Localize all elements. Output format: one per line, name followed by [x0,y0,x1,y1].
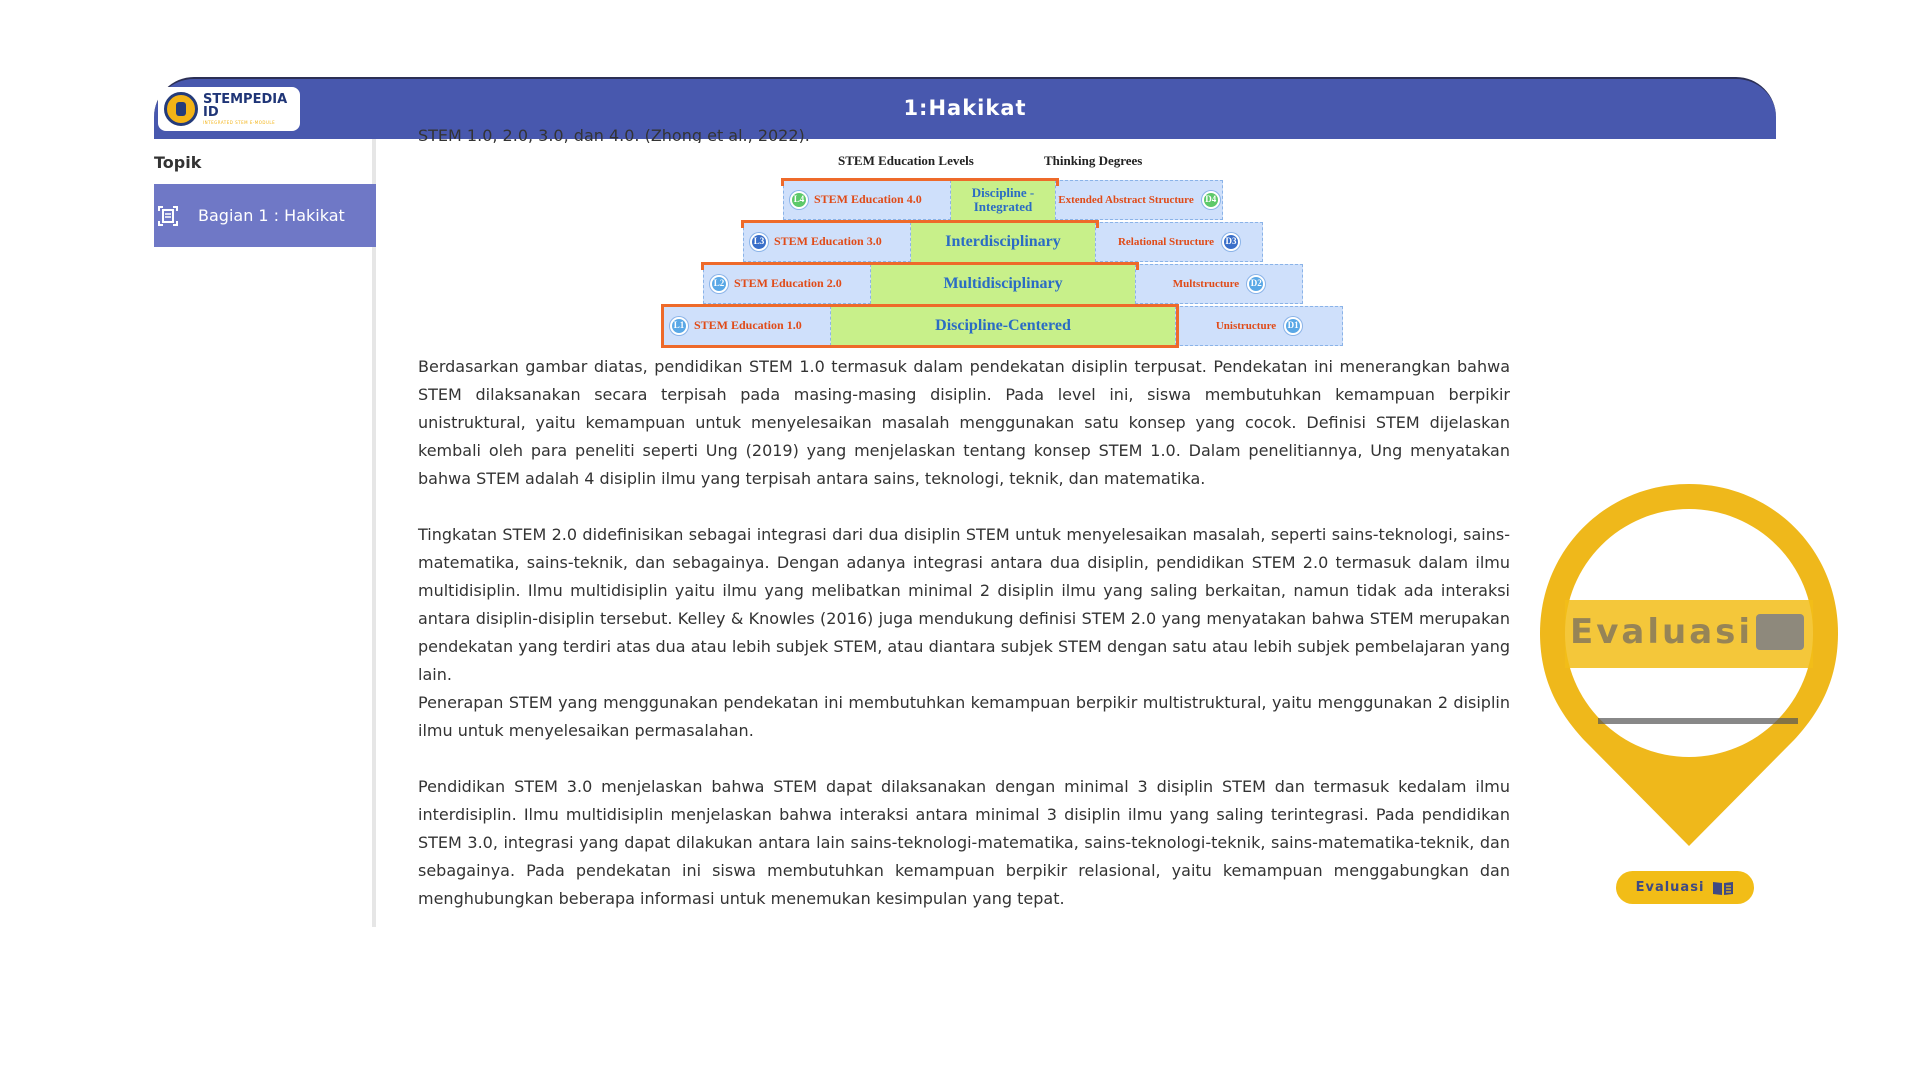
magnified-book-icon [1756,614,1804,650]
open-book-icon [1712,880,1734,896]
magnifier-callout: Evaluasi [1538,482,1840,846]
document-list-icon [156,204,180,228]
level-cell-l4: L4 STEM Education 4.0 [783,180,951,220]
level-label-l1: STEM Education 1.0 [694,318,802,333]
badge-l1: L1 [670,317,688,335]
degree-cell-d1: Unistructure D1 [1175,306,1343,346]
core-cell-l4: Discipline -Integrated [951,180,1055,220]
core-cell-l3: Interdisciplinary [911,222,1095,262]
stempedia-logo[interactable]: STEMPEDIA ID INTEGRATED STEM E-MODULE [158,87,300,131]
magnified-evaluasi-label: Evaluasi [1570,612,1754,652]
degree-label-d3: Relational Structure [1117,235,1215,248]
degree-cell-d4: Extended Abstract Structure D4 [1055,180,1223,220]
figure-heading-levels: STEM Education Levels [838,153,974,168]
logo-tagline: INTEGRATED STEM E-MODULE [203,120,276,125]
sidebar-item-label: Bagian 1 : Hakikat [198,206,345,225]
badge-d3: D3 [1222,233,1241,251]
core-cell-l1: Discipline-Centered [831,306,1175,346]
sidebar: Topik Bagian 1 : Hakikat [154,139,376,927]
badge-d1: D1 [1284,317,1303,335]
badge-l2: L2 [710,275,728,293]
paragraph-3: Penerapan STEM yang menggunakan pendekat… [418,693,1510,740]
header-bar: STEMPEDIA ID INTEGRATED STEM E-MODULE 1:… [154,77,1776,139]
degree-cell-d2: Multstructure D2 [1135,264,1303,304]
stem-levels-figure: STEM Education Levels Thinking Degrees L… [418,143,1510,348]
core-cell-l2: Multidisciplinary [871,264,1135,304]
level-cell-l2: L2 STEM Education 2.0 [703,264,871,304]
staircase-outline-l4 [781,178,1059,186]
level-cell-l3: L3 STEM Education 3.0 [743,222,911,262]
flask-icon [164,92,198,126]
staircase-outline-l3 [741,220,1099,228]
badge-l4: L4 [790,191,808,209]
figure-heading-degrees: Thinking Degrees [1044,153,1143,168]
paragraph-2: Tingkatan STEM 2.0 didefinisikan sebagai… [418,525,1510,684]
level-label-l3: STEM Education 3.0 [774,234,882,249]
level-label-l2: STEM Education 2.0 [734,276,842,291]
degree-label-d2: Multstructure [1172,277,1240,290]
sidebar-heading: Topik [154,153,202,172]
staircase-outline-l1 [661,304,1179,348]
level-label-l4: STEM Education 4.0 [814,192,922,207]
paragraph-1: Berdasarkan gambar diatas, pendidikan ST… [418,357,1510,488]
degree-label-d1: Unistructure [1215,319,1277,332]
paragraph-4: Pendidikan STEM 3.0 menjelaskan bahwa ST… [418,777,1510,908]
module-window: STEMPEDIA ID INTEGRATED STEM E-MODULE 1:… [154,77,1776,927]
sidebar-item-hakikat[interactable]: Bagian 1 : Hakikat [154,184,376,247]
badge-d2: D2 [1247,275,1266,293]
badge-d4: D4 [1201,191,1220,209]
degree-label-d4: Extended Abstract Structure [1058,193,1194,206]
content-area: STEM 1.0, 2.0, 3.0, dan 4.0. (Zhong et a… [418,126,1510,913]
evaluasi-button[interactable]: Evaluasi [1616,871,1754,904]
page-title: 1:Hakikat [903,96,1027,120]
staircase-outline-l2 [701,262,1139,270]
badge-l3: L3 [750,233,768,251]
degree-cell-d3: Relational Structure D3 [1095,222,1263,262]
evaluasi-label: Evaluasi [1635,880,1705,895]
logo-name: STEMPEDIA ID [203,92,288,120]
partial-text-line: STEM 1.0, 2.0, 3.0, dan 4.0. (Zhong et a… [418,126,810,143]
